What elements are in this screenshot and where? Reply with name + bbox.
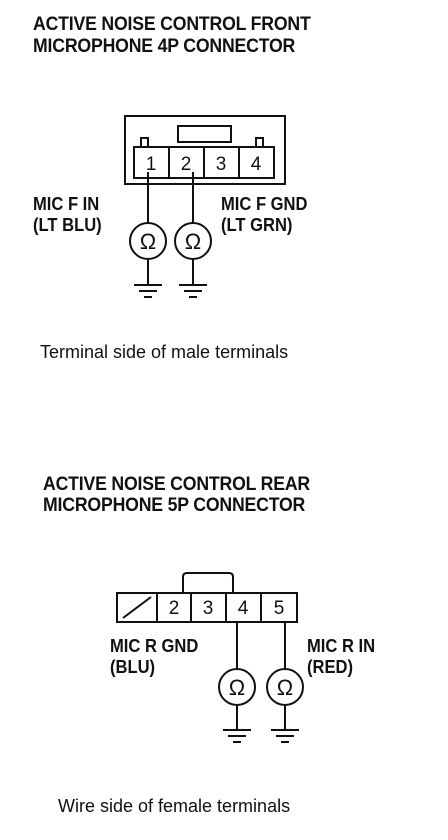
- front-mic-gnd-label: MIC F GND: [221, 194, 308, 214]
- rear-caption: Wire side of female terminals: [58, 796, 291, 816]
- front-mic-in-label: MIC F IN: [33, 194, 100, 214]
- rear-mic-gnd-wire: (BLU): [110, 657, 156, 677]
- rear-blank-cavity-slash: [122, 596, 152, 619]
- front-title-line1: ACTIVE NOISE CONTROL FRONT: [33, 14, 311, 35]
- front-caption: Terminal side of male terminals: [40, 342, 289, 362]
- rear-title-line1: ACTIVE NOISE CONTROL REAR: [43, 474, 310, 495]
- front-pin-1: 1: [146, 154, 157, 175]
- front-mic-gnd-probe: [174, 172, 212, 298]
- rear-connector-pin-row: [116, 592, 298, 623]
- front-mic-gnd-wire: (LT GRN): [221, 215, 293, 235]
- front-pin-2: 2: [181, 154, 192, 175]
- rear-mic-gnd-label: MIC R GND: [110, 636, 199, 656]
- front-mic-in-probe: [129, 172, 167, 298]
- front-left-notch: [140, 137, 149, 147]
- front-pin-4: 4: [251, 154, 262, 175]
- front-ohm-symbol-1: Ω: [140, 229, 156, 254]
- front-pin-3: 3: [216, 154, 227, 175]
- rear-mic-gnd-probe: [218, 622, 256, 743]
- rear-pin-3: 3: [203, 598, 214, 619]
- front-right-notch: [255, 137, 264, 147]
- rear-mic-in-label: MIC R IN: [307, 636, 376, 656]
- front-connector: [124, 115, 286, 185]
- front-mic-in-wire: (LT BLU): [33, 215, 102, 235]
- front-connector-lock-tab: [177, 125, 232, 143]
- rear-ohm-symbol-1: Ω: [229, 675, 245, 700]
- rear-pin-2: 2: [169, 598, 180, 619]
- rear-connector-lock-tab: [182, 572, 234, 593]
- front-connector-housing: [124, 115, 286, 185]
- rear-mic-in-wire: (RED): [307, 657, 353, 677]
- rear-pin-4: 4: [238, 598, 249, 619]
- rear-ohm-symbol-2: Ω: [277, 675, 293, 700]
- rear-mic-in-probe: [266, 622, 304, 743]
- rear-connector: [116, 572, 298, 623]
- rear-pin-5: 5: [274, 598, 285, 619]
- rear-title-line2: MICROPHONE 5P CONNECTOR: [43, 495, 306, 516]
- front-title-line2: MICROPHONE 4P CONNECTOR: [33, 36, 296, 57]
- front-ohm-symbol-2: Ω: [185, 229, 201, 254]
